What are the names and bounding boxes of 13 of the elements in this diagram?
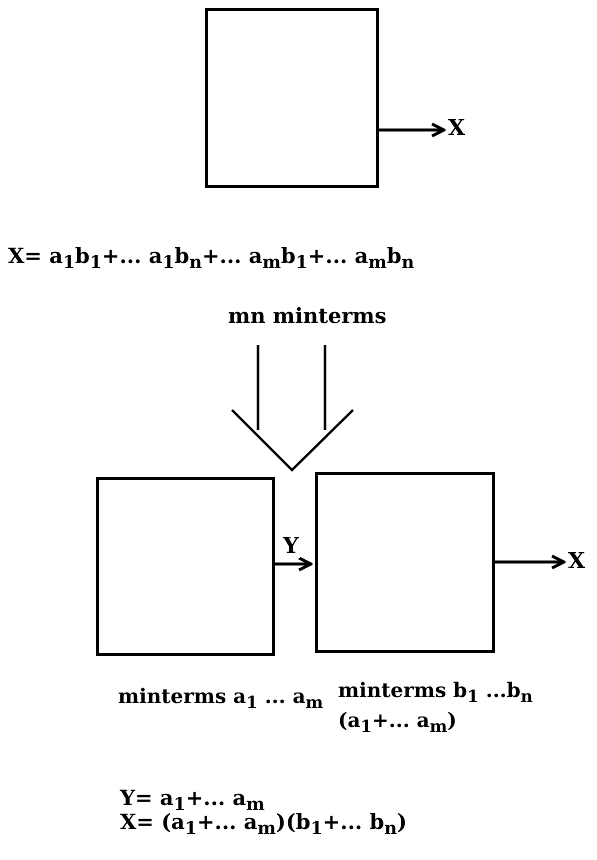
equation-text: X= a$_{1}$b$_{1}$+... a$_{1}$b$_{n}$+... a$_{m}$b$_{1}$+... a$_{m}$b$_{n}$	[8, 244, 414, 276]
equation-text: X= (a$_{1}$+... a$_{m}$)(b$_{1}$+... b$_{n}$)	[120, 810, 407, 842]
block-box	[205, 8, 379, 188]
output-label: X	[568, 549, 586, 573]
arrow	[275, 556, 312, 572]
arrow	[379, 122, 446, 138]
equation-text: mn minterms	[228, 304, 386, 328]
block-box	[315, 472, 495, 653]
arrow	[495, 554, 566, 570]
output-label: X	[448, 116, 466, 140]
block-box	[96, 477, 275, 656]
block-caption: minterms b$_{1}$ ...b$_{n}$ (a$_{1}$+... a$_{m}$)	[338, 678, 534, 738]
edge-label: Y	[282, 534, 300, 558]
